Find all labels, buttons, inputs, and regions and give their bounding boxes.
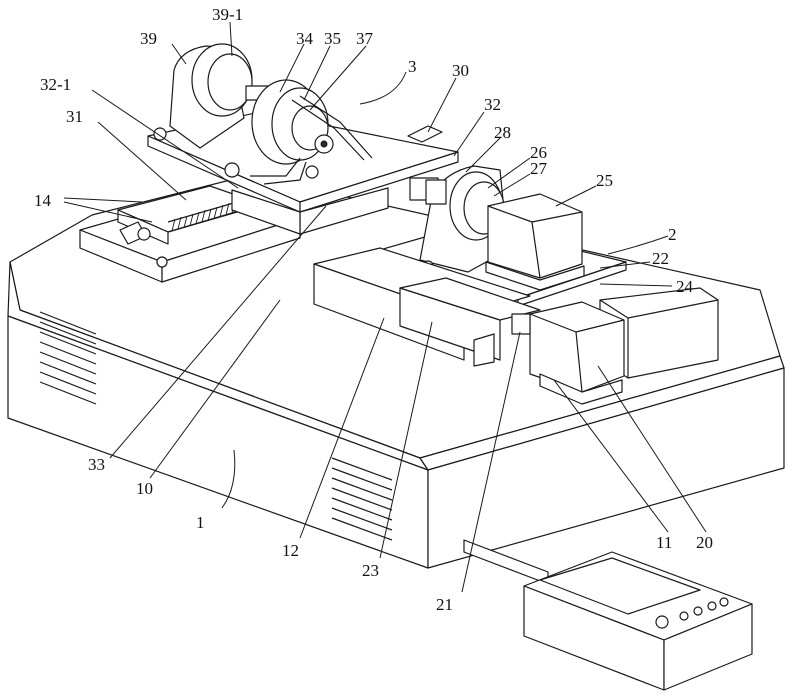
- label-23: 23: [362, 561, 379, 580]
- label-39-1: 39-1: [212, 5, 243, 24]
- label-31: 31: [66, 107, 83, 126]
- label-21: 21: [436, 595, 453, 614]
- label-11: 11: [656, 533, 672, 552]
- label-37: 37: [356, 29, 374, 48]
- label-24: 24: [676, 277, 694, 296]
- label-27: 27: [530, 159, 548, 178]
- label-22: 22: [652, 249, 669, 268]
- control-box: [464, 540, 752, 690]
- label-32-1: 32-1: [40, 75, 71, 94]
- label-14: 14: [34, 191, 52, 210]
- label-35: 35: [324, 29, 341, 48]
- label-32: 32: [484, 95, 501, 114]
- label-34: 34: [296, 29, 314, 48]
- label-3: 3: [408, 57, 417, 76]
- label-28: 28: [494, 123, 511, 142]
- motor-25: [486, 194, 584, 290]
- label-25: 25: [596, 171, 613, 190]
- label-20: 20: [696, 533, 713, 552]
- label-1: 1: [196, 513, 205, 532]
- label-2: 2: [668, 225, 677, 244]
- label-10: 10: [136, 479, 153, 498]
- label-33: 33: [88, 455, 105, 474]
- label-12: 12: [282, 541, 299, 560]
- label-39: 39: [140, 29, 157, 48]
- label-30: 30: [452, 61, 469, 80]
